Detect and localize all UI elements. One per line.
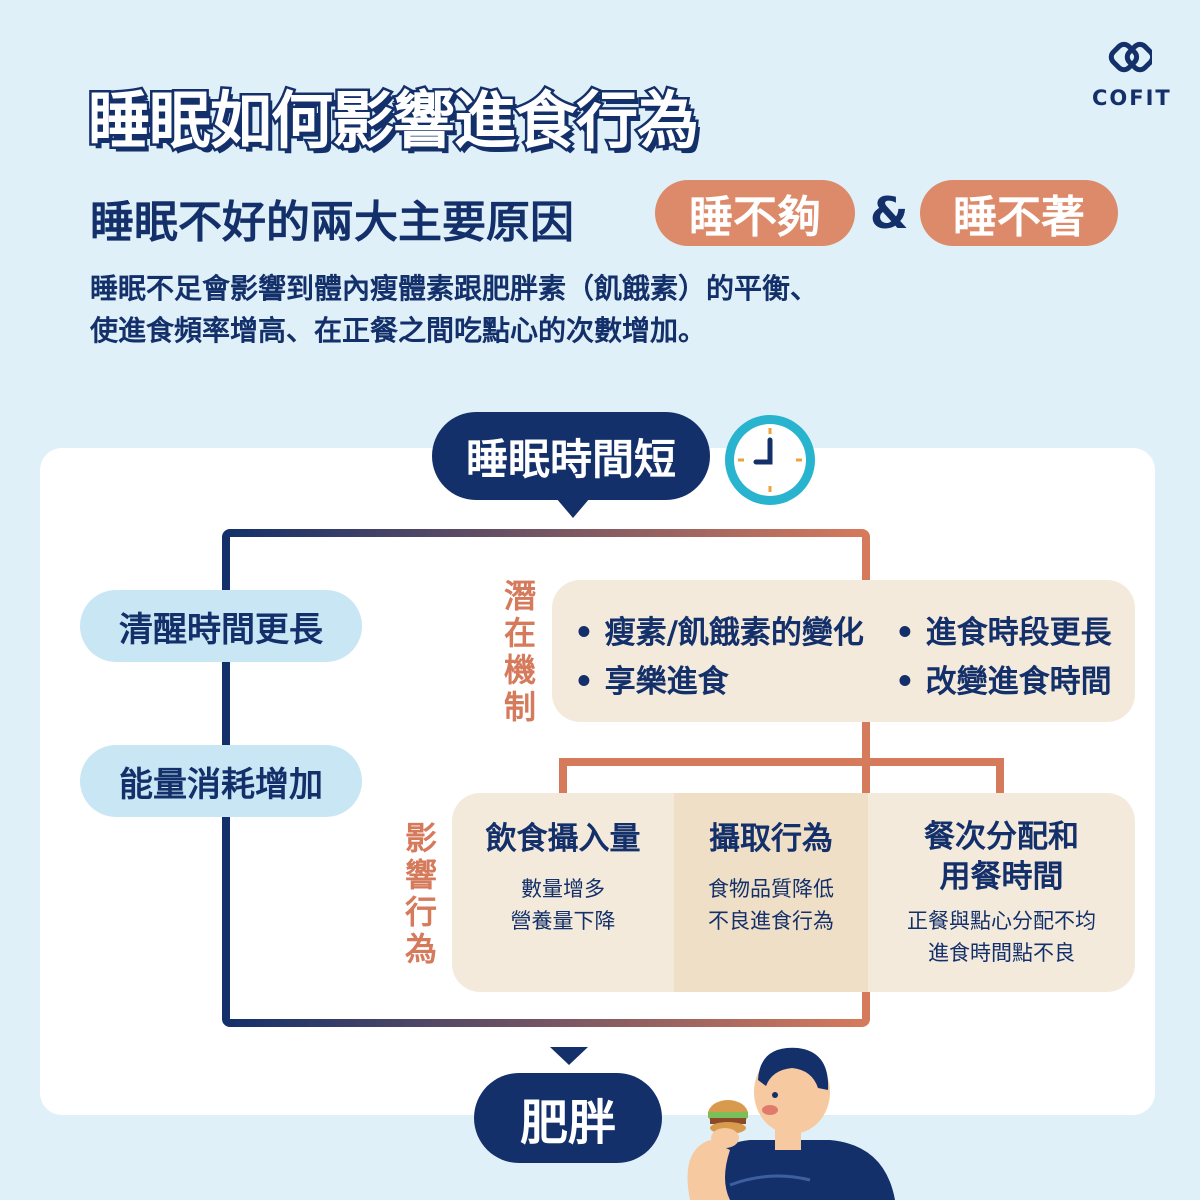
- behavior-label: 影響行為: [404, 819, 437, 968]
- branch-line: [559, 722, 1004, 795]
- ampersand: &: [870, 188, 909, 239]
- mechanism-label: 潛在機制: [503, 577, 536, 726]
- behavior-line: 食物品質降低: [708, 877, 834, 901]
- left-item-awake-longer: 清醒時間更長: [80, 590, 362, 662]
- behavior-line: 數量增多: [521, 877, 605, 901]
- down-arrow: [550, 1047, 588, 1065]
- behavior-title: 用餐時間: [939, 859, 1064, 895]
- subtitle: 睡眠不好的兩大主要原因: [90, 197, 574, 248]
- behavior-title: 攝取行為: [709, 821, 833, 857]
- reason-pill-1: 睡不夠: [655, 180, 855, 246]
- cofit-logo-icon: [1108, 41, 1156, 73]
- mechanism-item: • 享樂進食: [574, 664, 729, 700]
- behavior-line: 正餐與點心分配不均: [907, 909, 1096, 933]
- behavior-intake: 飲食攝入量 數量增多營養量下降: [452, 793, 674, 992]
- result-pill: 肥胖: [474, 1073, 662, 1163]
- top-cause-pill: 睡眠時間短: [432, 412, 710, 500]
- intro-paragraph: 睡眠不足會影響到體內瘦體素跟肥胖素（飢餓素）的平衡、 使進食頻率增高、在正餐之間…: [90, 268, 818, 352]
- behavior-line: 不良進食行為: [708, 909, 834, 933]
- intro-line-1: 睡眠不足會影響到體內瘦體素跟肥胖素（飢餓素）的平衡、: [90, 272, 819, 305]
- intro-line-2: 使進食頻率增高、在正餐之間吃點心的次數增加。: [90, 314, 707, 347]
- mechanism-box: • 瘦素/飢餓素的變化 • 進食時段更長 • 享樂進食 • 改變進食時間: [552, 580, 1135, 722]
- mechanism-item: • 瘦素/飢餓素的變化: [574, 615, 864, 651]
- mechanism-item: • 改變進食時間: [895, 664, 1112, 700]
- behavior-title: 餐次分配和: [924, 819, 1079, 855]
- behavior-intake-behavior: 攝取行為 食物品質降低不良進食行為: [674, 793, 868, 992]
- behavior-title: 飲食攝入量: [485, 821, 641, 857]
- behavior-line: 營養量下降: [510, 909, 616, 933]
- left-item-energy-use: 能量消耗增加: [80, 745, 362, 817]
- top-cause-text: 睡眠時間短: [465, 434, 676, 484]
- brand-name: COFIT: [1092, 86, 1172, 110]
- clock-icon: [725, 415, 815, 505]
- page-title: 睡眠如何影響進食行為: [85, 82, 701, 160]
- cofit-logo: COFIT: [1092, 38, 1172, 110]
- behavior-box: 飲食攝入量 數量增多營養量下降 攝取行為 食物品質降低不良進食行為 餐次分配和用…: [452, 793, 1135, 992]
- reason-pill-2: 睡不著: [920, 180, 1118, 246]
- pill-pointer: [556, 498, 590, 518]
- behavior-line: 進食時間點不良: [928, 941, 1075, 965]
- behavior-meal-timing: 餐次分配和用餐時間 正餐與點心分配不均進食時間點不良: [868, 793, 1135, 992]
- man-eating-burger-illustration: [687, 1047, 895, 1200]
- mechanism-item: • 進食時段更長: [895, 615, 1112, 651]
- result-text: 肥胖: [519, 1095, 616, 1151]
